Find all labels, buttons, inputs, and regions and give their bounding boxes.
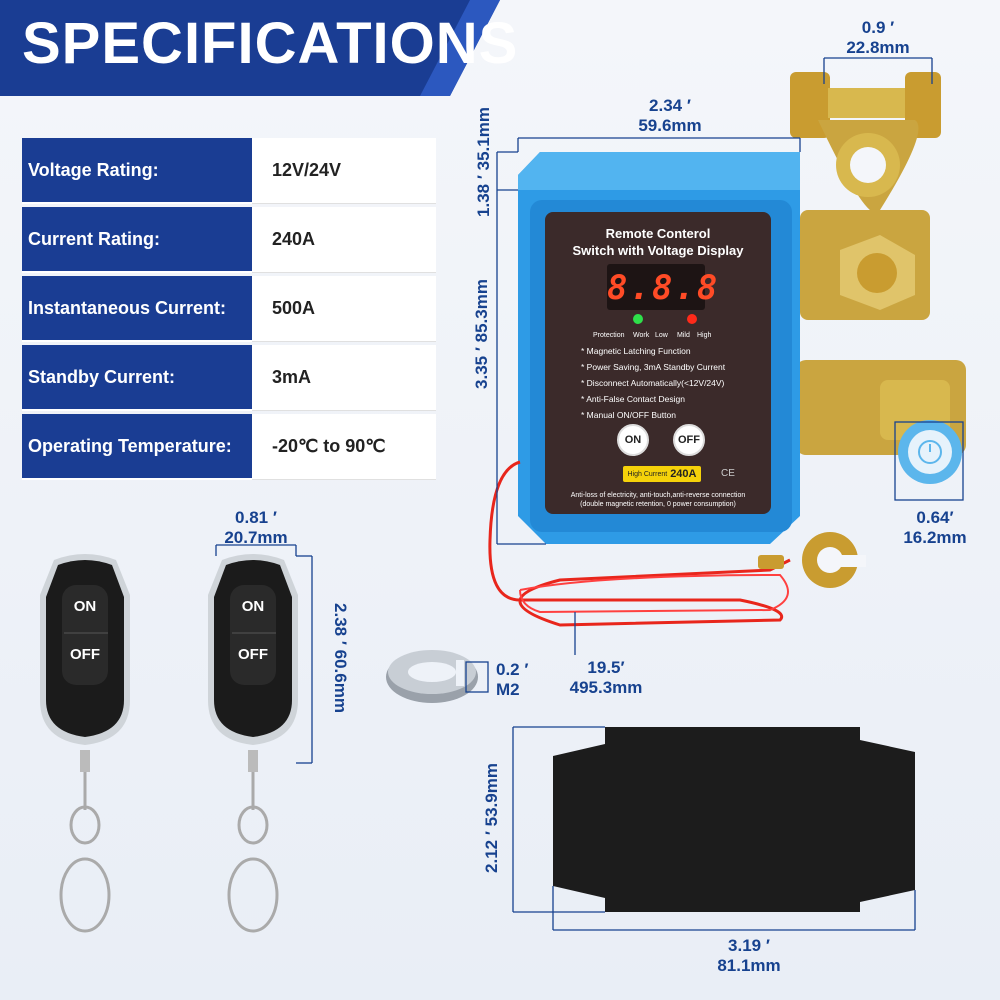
header-banner <box>0 0 500 96</box>
spec-label: Voltage Rating: <box>22 138 252 204</box>
spec-label: Instantaneous Current: <box>22 276 252 342</box>
dim-inch: 0.64′ <box>916 508 954 527</box>
dim-inch: 0.81 ′ <box>235 508 277 527</box>
dim-device-top: 1.38 ′ 35.1mm <box>474 102 494 222</box>
voltage-display: 8.8.8 <box>607 264 720 310</box>
spec-row-temperature: Operating Temperature: -20℃ to 90℃ <box>22 414 436 480</box>
panel-footer: Anti-loss of electricity, anti-touch,ant… <box>570 492 746 499</box>
dim-pad-height: 2.12 ′ 53.9mm <box>482 748 502 888</box>
panel-footer: (double magnetic retention, 0 power cons… <box>580 501 736 508</box>
panel-title: Remote Conterol <box>605 226 711 241</box>
display-digits: 8.8.8 <box>607 268 720 308</box>
remote-right-on-button[interactable]: ON <box>241 598 265 615</box>
device-front-panel: Remote Conterol Switch with Voltage Disp… <box>545 212 771 514</box>
feature-line: * Magnetic Latching Function <box>581 346 691 356</box>
remote-left-off-button[interactable]: OFF <box>70 646 100 663</box>
device-on-button[interactable]: ON <box>617 424 649 456</box>
dim-inch: 2.12 ′ <box>482 831 501 873</box>
badge-prefix: High Current <box>627 470 668 478</box>
spec-row-instantaneous: Instantaneous Current: 500A <box>22 276 436 342</box>
spec-table: Voltage Rating: 12V/24V Current Rating: … <box>22 138 436 483</box>
remote-left-on-button[interactable]: ON <box>73 598 97 615</box>
remote-right-off-button[interactable]: OFF <box>238 646 268 663</box>
dim-device-height: 3.35 ′ 85.3mm <box>472 264 492 404</box>
dim-pad-width: 3.19 ′ 81.1mm <box>694 936 804 976</box>
dim-washer: 0.2 ′ M2 <box>496 660 546 700</box>
dim-mm: 16.2mm <box>903 528 967 547</box>
spec-row-current: Current Rating: 240A <box>22 207 436 273</box>
feature-line: * Disconnect Automatically(<12V/24V) <box>581 378 725 388</box>
dim-inch: 0.2 ′ <box>496 660 529 679</box>
spec-value: 500A <box>252 276 436 342</box>
dim-mm: 81.1mm <box>717 956 781 975</box>
dim-mm: 35.1mm <box>474 107 493 171</box>
remote-control-left <box>40 554 130 933</box>
dim-mm: 20.7mm <box>224 528 288 547</box>
dim-inch: 19.5′ <box>587 658 625 677</box>
dim-knob: 0.64′ 16.2mm <box>880 508 990 548</box>
page-title: SPECIFICATIONS <box>22 11 519 76</box>
spec-value: -20℃ to 90℃ <box>252 414 436 480</box>
dim-wire: 19.5′ 495.3mm <box>546 658 666 698</box>
dim-inch: 3.19 ′ <box>728 936 770 955</box>
dim-mm: M2 <box>496 680 520 699</box>
spec-value: 240A <box>252 207 436 273</box>
device-off-button[interactable]: OFF <box>673 424 705 456</box>
spec-label: Standby Current: <box>22 345 252 411</box>
badge-value: 240A <box>670 468 697 480</box>
led-label: Work <box>633 332 650 339</box>
spec-value: 3mA <box>252 345 436 411</box>
green-led-icon <box>633 314 643 324</box>
red-wire <box>488 460 791 627</box>
ce-mark: CE <box>721 468 735 479</box>
dim-inch: 2.34 ′ <box>649 96 691 115</box>
dim-mm: 53.9mm <box>482 763 501 827</box>
rubber-pad <box>553 727 915 912</box>
dim-remote-width: 0.81 ′ 20.7mm <box>206 508 306 548</box>
dim-inch: 0.9 ′ <box>861 18 895 37</box>
led-label: Low <box>655 332 668 339</box>
led-label: Mild <box>677 332 690 339</box>
remote-control-right <box>208 554 298 933</box>
dim-mm: 495.3mm <box>569 678 643 697</box>
spec-row-voltage: Voltage Rating: 12V/24V <box>22 138 436 204</box>
dimension-lines <box>215 57 964 931</box>
dim-inch: 1.38 ′ <box>474 175 493 217</box>
manual-knob <box>898 420 962 484</box>
high-current-badge: High Current 240A <box>623 466 701 482</box>
ring-terminal <box>758 532 866 588</box>
spec-label: Current Rating: <box>22 207 252 273</box>
dim-inch: 3.35 ′ <box>472 347 491 389</box>
spring-washer <box>386 650 478 703</box>
dim-mm: 22.8mm <box>846 38 910 57</box>
dim-device-width: 2.34 ′ 59.6mm <box>610 96 730 136</box>
battery-terminal-clamp <box>790 72 966 455</box>
dim-mm: 60.6mm <box>331 649 350 713</box>
red-led-icon <box>687 314 697 324</box>
dim-terminal-width: 0.9 ′ 22.8mm <box>828 18 928 58</box>
dim-mm: 85.3mm <box>472 279 491 343</box>
feature-line: * Manual ON/OFF Button <box>581 410 676 420</box>
dim-mm: 59.6mm <box>638 116 702 135</box>
panel-subtitle: Switch with Voltage Display <box>572 243 744 258</box>
spec-row-standby: Standby Current: 3mA <box>22 345 436 411</box>
spec-value: 12V/24V <box>252 138 436 204</box>
feature-line: * Power Saving, 3mA Standby Current <box>581 362 726 372</box>
dim-remote-height: 2.38 ′ 60.6mm <box>330 588 350 728</box>
led-label: Protection <box>593 332 625 339</box>
spec-label: Operating Temperature: <box>22 414 252 480</box>
dim-inch: 2.38 ′ <box>331 603 350 645</box>
led-label: High <box>697 332 712 339</box>
feature-line: * Anti-False Contact Design <box>581 394 685 404</box>
